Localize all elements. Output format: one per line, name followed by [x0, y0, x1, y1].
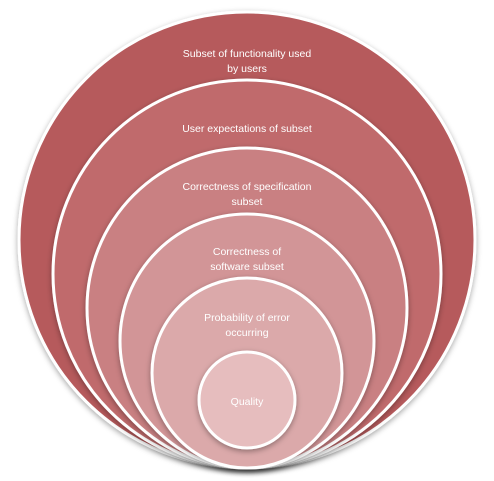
circle-layer-4-label: Correctness of software subset: [210, 246, 284, 273]
circle-layer-1-label: Subset of functionality used by users: [183, 48, 312, 75]
circle-layer-6: [197, 350, 297, 450]
label-line: occurring: [225, 327, 268, 339]
label-line: Correctness of: [213, 246, 281, 258]
label-line: by users: [227, 63, 267, 75]
label-line: Correctness of specification: [183, 181, 312, 193]
circle-layer-5-label: Probability of error occurring: [204, 312, 290, 339]
circle-layer-6-label: Quality: [231, 396, 264, 408]
circle-layer-3-label: Correctness of specification subset: [183, 181, 312, 208]
label-line: User expectations of subset: [182, 123, 312, 135]
label-line: Probability of error: [204, 312, 290, 324]
label-line: Subset of functionality used: [183, 48, 312, 60]
circle-layer-2-label: User expectations of subset: [182, 123, 312, 135]
label-line: software subset: [210, 261, 284, 273]
label-line: subset: [232, 196, 263, 208]
label-line: Quality: [231, 396, 264, 408]
